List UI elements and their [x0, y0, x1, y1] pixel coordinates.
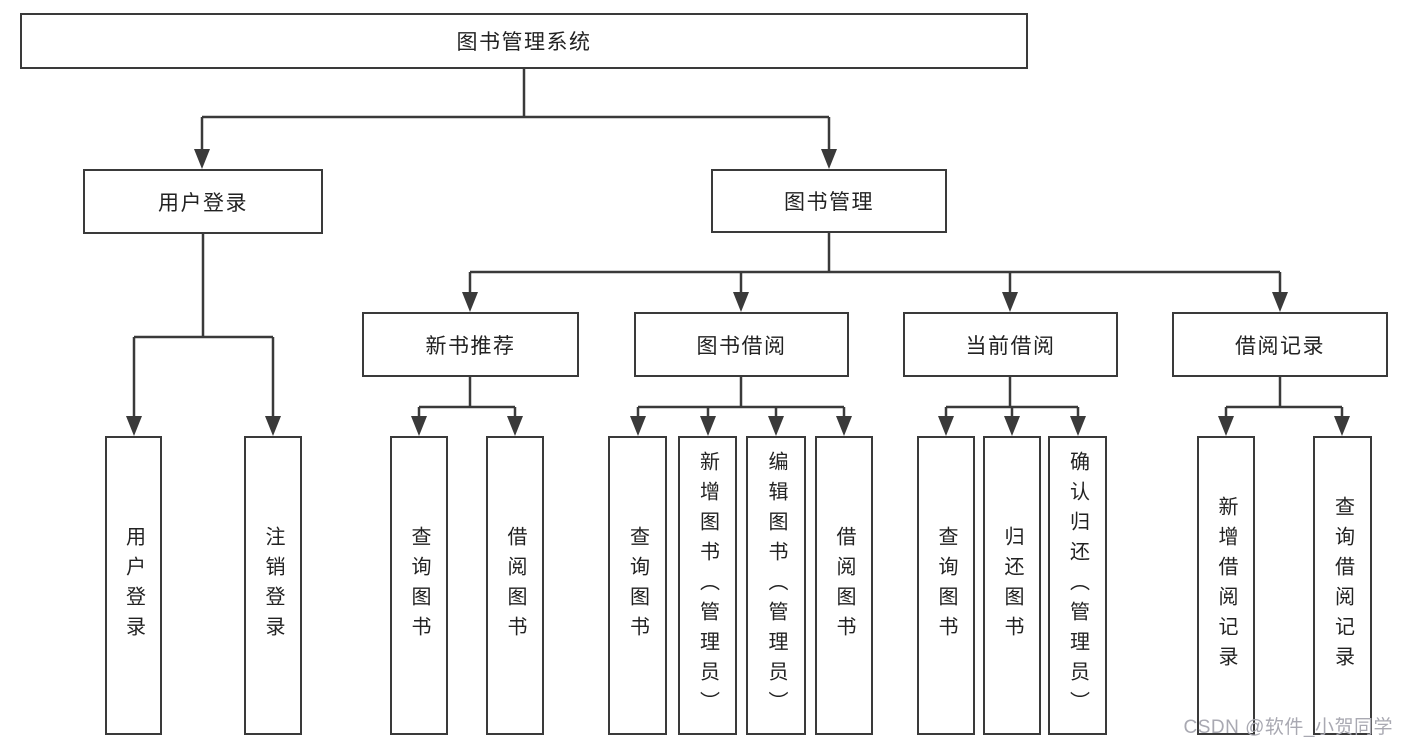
node-label: 当前借阅 — [965, 334, 1056, 358]
csdn-watermark: CSDN @软件_小贺同学 — [1183, 717, 1393, 738]
node-label: 用户登录 — [122, 525, 145, 646]
node-borrowing-records: 借阅记录 — [1172, 312, 1388, 377]
leaf-return-book: 归还图书 — [983, 436, 1041, 735]
node-label: 图书借阅 — [696, 334, 787, 358]
node-label: 编辑图书（管理员） — [765, 450, 787, 721]
node-label: 确认归还（管理员） — [1066, 450, 1089, 721]
leaf-query-borrow-record: 查询借阅记录 — [1313, 436, 1372, 735]
node-label: 借阅图书 — [833, 525, 855, 646]
leaf-confirm-return-admin: 确认归还（管理员） — [1048, 436, 1107, 735]
node-label: 图书管理系统 — [456, 31, 592, 54]
node-label: 查询图书 — [408, 525, 430, 646]
node-book-management: 图书管理 — [711, 169, 947, 233]
leaf-borrow-books: 借阅图书 — [815, 436, 873, 735]
leaf-query-books-current: 查询图书 — [917, 436, 975, 735]
node-label: 借阅图书 — [504, 525, 526, 646]
node-label: 查询图书 — [626, 525, 649, 646]
node-current-borrowing: 当前借阅 — [903, 312, 1118, 377]
leaf-logout: 注销登录 — [244, 436, 302, 735]
tree-edges — [132, 69, 1344, 418]
arrowheads — [126, 149, 1350, 436]
node-label: 用户登录 — [158, 191, 248, 215]
node-label: 查询图书 — [935, 525, 957, 646]
node-label: 借阅记录 — [1235, 334, 1325, 358]
node-new-book-recommend: 新书推荐 — [362, 312, 579, 377]
node-label: 新增借阅记录 — [1215, 495, 1237, 676]
leaf-query-books-borrow: 查询图书 — [608, 436, 667, 735]
node-book-borrowing: 图书借阅 — [634, 312, 849, 377]
node-library-management-system: 图书管理系统 — [20, 13, 1028, 69]
node-label: 新增图书（管理员） — [696, 450, 719, 721]
leaf-add-borrow-record: 新增借阅记录 — [1197, 436, 1255, 735]
node-label: 新书推荐 — [425, 334, 516, 358]
leaf-query-books-recommend: 查询图书 — [390, 436, 448, 735]
node-label: 归还图书 — [1001, 525, 1023, 646]
node-label: 图书管理 — [784, 191, 874, 214]
leaf-add-book-admin: 新增图书（管理员） — [678, 436, 737, 735]
leaf-borrow-books-recommend: 借阅图书 — [486, 436, 544, 735]
leaf-edit-book-admin: 编辑图书（管理员） — [746, 436, 806, 735]
node-label: 注销登录 — [262, 525, 284, 646]
node-label: 查询借阅记录 — [1331, 495, 1354, 676]
node-user-login-branch: 用户登录 — [83, 169, 323, 234]
leaf-user-login: 用户登录 — [105, 436, 162, 735]
